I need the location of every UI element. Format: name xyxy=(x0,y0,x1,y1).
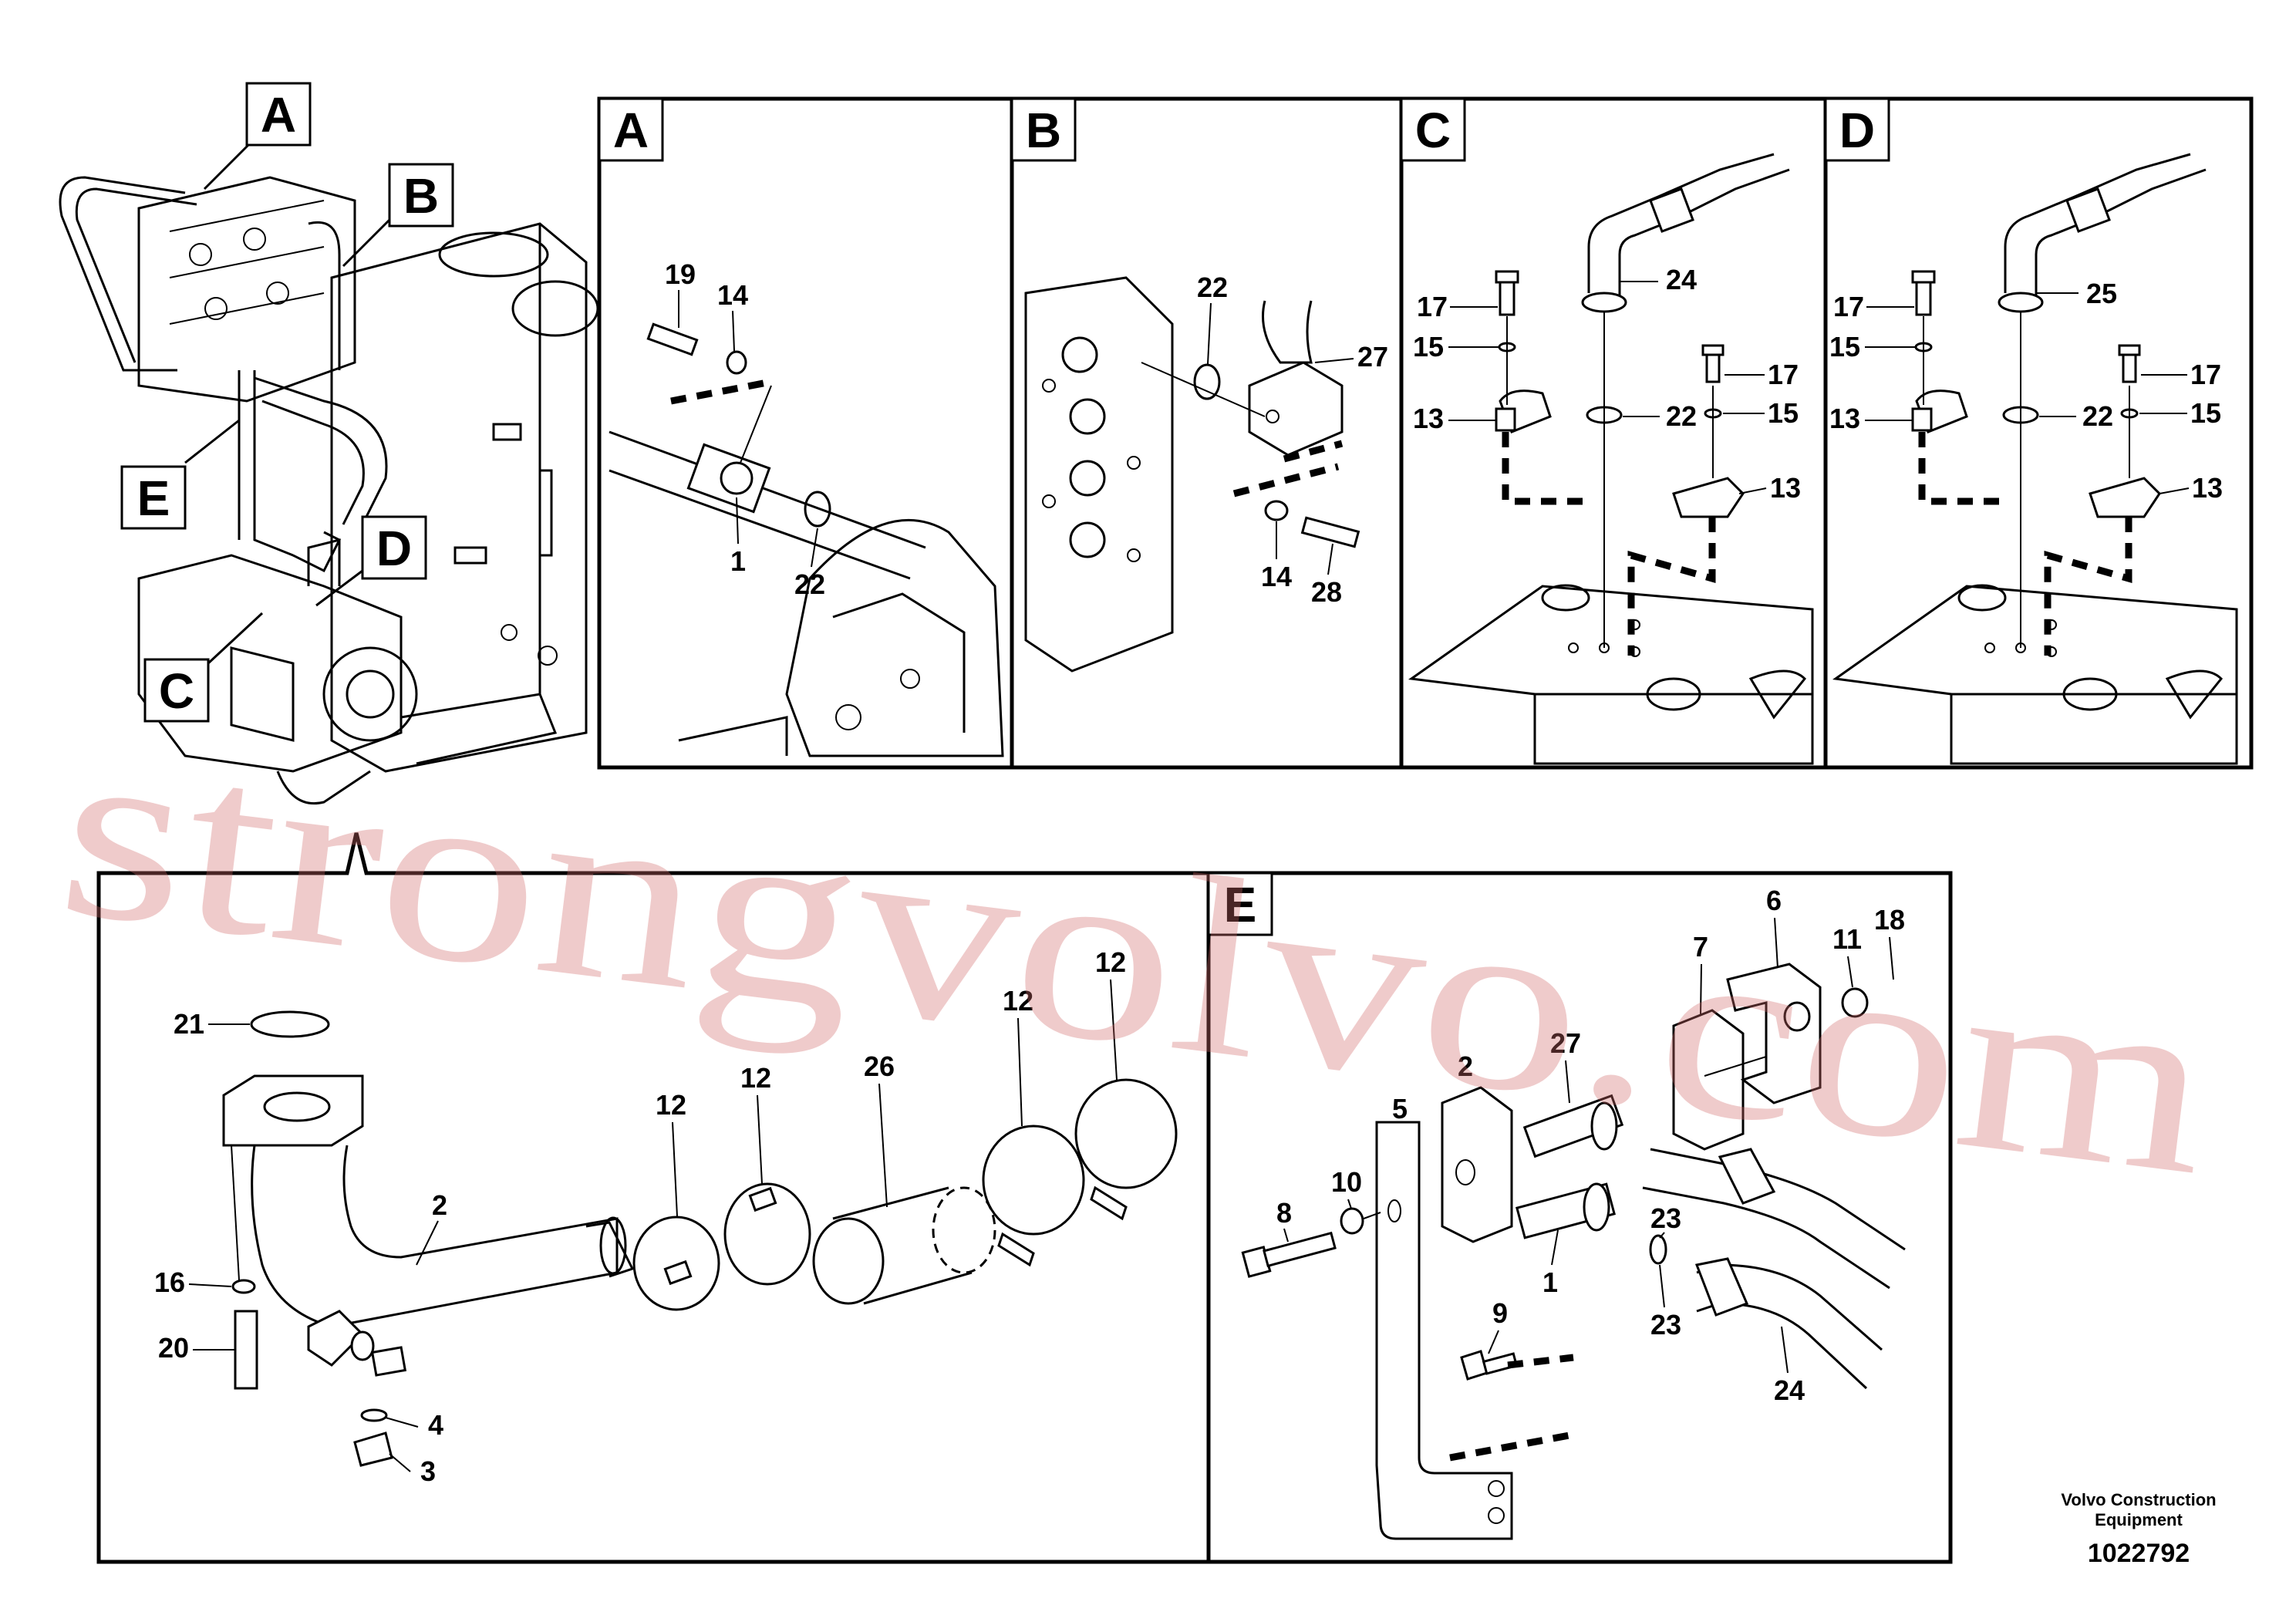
svg-text:24: 24 xyxy=(1666,264,1697,295)
svg-text:22: 22 xyxy=(2082,400,2113,432)
svg-text:16: 16 xyxy=(154,1266,185,1298)
svg-text:17: 17 xyxy=(1833,291,1864,322)
svg-text:15: 15 xyxy=(2190,397,2221,429)
svg-text:23: 23 xyxy=(1650,1202,1681,1234)
svg-text:17: 17 xyxy=(1768,359,1799,390)
overview-tag-c: C xyxy=(143,612,264,723)
overview-tag-d: D xyxy=(315,515,427,607)
svg-text:22: 22 xyxy=(794,568,825,600)
svg-text:23: 23 xyxy=(1650,1309,1681,1340)
svg-text:27: 27 xyxy=(1550,1027,1581,1059)
svg-text:4: 4 xyxy=(428,1409,443,1441)
svg-text:C: C xyxy=(159,663,194,719)
svg-text:22: 22 xyxy=(1197,271,1228,303)
svg-text:27: 27 xyxy=(1357,341,1388,373)
svg-text:D: D xyxy=(1839,103,1875,158)
svg-text:18: 18 xyxy=(1874,904,1905,936)
svg-text:E: E xyxy=(137,470,170,526)
svg-text:12: 12 xyxy=(740,1062,771,1094)
svg-text:13: 13 xyxy=(1829,403,1860,434)
overview-tag-a: A xyxy=(203,82,312,191)
panel-d: D 17 15 13 25 22 17 xyxy=(1823,96,2254,770)
svg-text:10: 10 xyxy=(1331,1166,1362,1198)
svg-text:5: 5 xyxy=(1392,1093,1408,1125)
svg-text:Volvo Construction: Volvo Construction xyxy=(2061,1490,2216,1509)
svg-text:28: 28 xyxy=(1311,576,1342,608)
svg-text:13: 13 xyxy=(1413,403,1444,434)
panel-e: E 8 10 5 xyxy=(1206,871,1953,1564)
svg-text:13: 13 xyxy=(1770,472,1801,504)
svg-text:25: 25 xyxy=(2086,278,2117,309)
svg-text:13: 13 xyxy=(2192,472,2223,504)
svg-text:B: B xyxy=(1026,103,1061,158)
overview-tag-e: E xyxy=(120,419,240,530)
svg-text:A: A xyxy=(261,87,296,143)
svg-text:1: 1 xyxy=(1542,1266,1558,1298)
svg-text:20: 20 xyxy=(158,1332,189,1364)
svg-text:17: 17 xyxy=(1417,291,1448,322)
svg-text:6: 6 xyxy=(1766,885,1782,916)
svg-text:Equipment: Equipment xyxy=(2095,1510,2183,1529)
svg-text:15: 15 xyxy=(1768,397,1799,429)
overview-tag-b: B xyxy=(342,163,454,268)
svg-text:15: 15 xyxy=(1829,331,1860,363)
document-number: 1022792 xyxy=(2088,1539,2190,1568)
svg-text:21: 21 xyxy=(174,1008,204,1040)
svg-text:12: 12 xyxy=(1003,985,1033,1017)
svg-text:A: A xyxy=(613,103,649,158)
svg-text:19: 19 xyxy=(665,258,696,290)
svg-text:1: 1 xyxy=(730,545,746,577)
svg-text:D: D xyxy=(376,521,412,576)
svg-text:17: 17 xyxy=(2190,359,2221,390)
svg-text:11: 11 xyxy=(1832,923,1862,955)
svg-text:B: B xyxy=(403,168,439,224)
svg-text:2: 2 xyxy=(432,1189,447,1221)
svg-text:24: 24 xyxy=(1774,1374,1805,1406)
svg-text:E: E xyxy=(1224,877,1257,932)
svg-text:8: 8 xyxy=(1276,1197,1292,1229)
panel-a: A 19 14 1 22 xyxy=(597,96,1014,770)
panel-main-suction-pipe: 21 2 16 20 4 3 12 12 26 12 12 xyxy=(96,832,1211,1564)
svg-text:C: C xyxy=(1415,103,1451,158)
svg-text:12: 12 xyxy=(1095,946,1126,978)
svg-text:14: 14 xyxy=(1261,561,1292,592)
publisher-credit: Volvo Construction Equipment xyxy=(2061,1490,2216,1529)
svg-text:3: 3 xyxy=(420,1455,436,1487)
svg-text:14: 14 xyxy=(717,279,748,311)
svg-text:15: 15 xyxy=(1413,331,1444,363)
panel-c: C 17 15 13 24 xyxy=(1399,96,1828,770)
svg-text:12: 12 xyxy=(656,1089,686,1121)
svg-text:22: 22 xyxy=(1666,400,1697,432)
svg-text:9: 9 xyxy=(1492,1297,1508,1329)
svg-text:26: 26 xyxy=(864,1050,895,1082)
svg-text:7: 7 xyxy=(1693,931,1708,963)
svg-text:2: 2 xyxy=(1458,1050,1473,1082)
panel-b: B 22 27 14 28 xyxy=(1010,96,1404,770)
